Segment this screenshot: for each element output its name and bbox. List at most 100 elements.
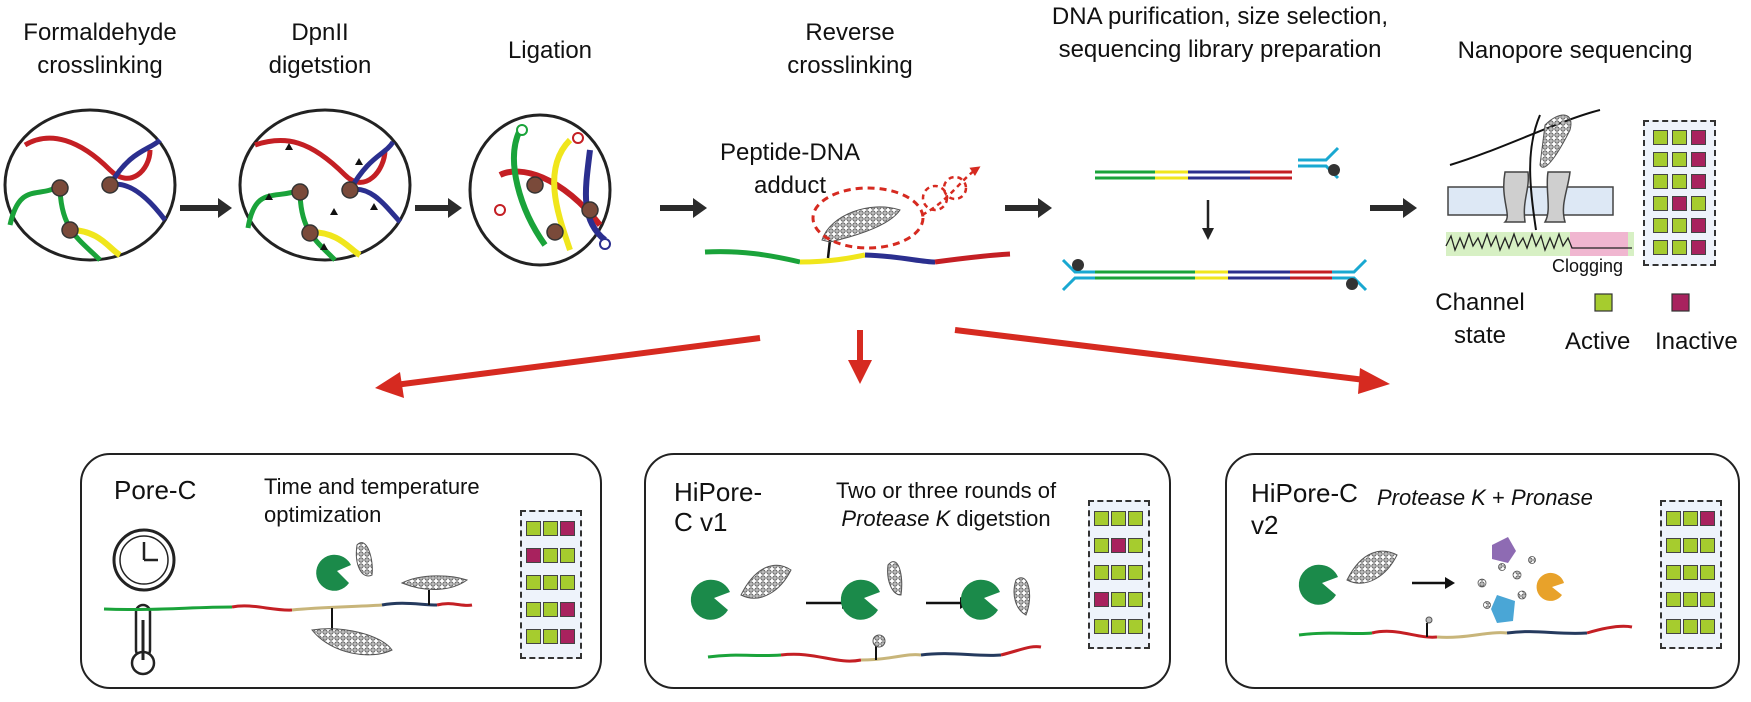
nanopore-pore — [1445, 109, 1634, 256]
legend-active-label: Active — [1565, 328, 1631, 355]
channel-active — [1094, 538, 1109, 553]
channel-inactive — [1111, 538, 1126, 553]
channel-active — [560, 575, 575, 590]
channel-active — [1128, 538, 1143, 553]
channel-active — [1653, 130, 1668, 145]
v1-subtitle-tail: digetstion — [956, 506, 1051, 531]
v1-subtitle-plain: Two or three rounds of — [835, 478, 1057, 503]
channel-active — [543, 629, 558, 644]
channel-active — [526, 629, 541, 644]
channel-active — [543, 602, 558, 617]
channel-active — [1653, 196, 1668, 211]
adduct-label: Peptide-DNA adduct — [719, 139, 861, 199]
channel-inactive — [1691, 174, 1706, 189]
channel-active — [1683, 565, 1698, 580]
nucleus-crosslinked — [3, 108, 177, 262]
channel-active — [1111, 565, 1126, 580]
channel-active — [1111, 511, 1126, 526]
channel-active — [543, 521, 558, 536]
panel-hiporec-v1: HiPore-C v1 Two or three rounds of Prote… — [644, 453, 1171, 689]
porec-illustration — [103, 528, 473, 676]
channel-inactive — [1691, 240, 1706, 255]
v1-title: HiPore-C v1 — [674, 477, 763, 537]
channel-active — [1094, 565, 1109, 580]
v2-subtitle: Protease K + Pronase — [1377, 485, 1593, 511]
v1-subtitle-italic: Protease K — [841, 506, 951, 531]
channel-inactive — [560, 521, 575, 536]
porec-subtitle: Time and temperature optimization — [264, 474, 480, 527]
channel-active — [1094, 619, 1109, 634]
channel-active — [1653, 218, 1668, 233]
channel-active — [1128, 511, 1143, 526]
channel-inactive — [1691, 152, 1706, 167]
legend-inactive-swatch — [1671, 293, 1690, 312]
step-label-ligation: Ligation — [507, 37, 593, 64]
channel-inactive — [526, 548, 541, 563]
channel-active — [1111, 592, 1126, 607]
channel-active — [1128, 565, 1143, 580]
channel-active — [526, 602, 541, 617]
channel-inactive — [1691, 130, 1706, 145]
channel-active — [1666, 619, 1681, 634]
v2-illustration — [1298, 537, 1633, 639]
arrow-to-v2 — [954, 327, 1366, 383]
channel-active — [1672, 174, 1687, 189]
channel-active — [526, 575, 541, 590]
step-label-crosslinking: Formaldehyde crosslinking — [23, 19, 177, 79]
step-label-purification: DNA purification, size selection, sequen… — [1051, 3, 1389, 63]
channel-active — [560, 548, 575, 563]
channel-active — [1111, 619, 1126, 634]
channel-active — [1094, 511, 1109, 526]
clogging-label: Clogging — [1552, 256, 1624, 276]
channel-active — [1666, 538, 1681, 553]
channel-active — [1683, 511, 1698, 526]
channel-active — [1666, 511, 1681, 526]
channel-active — [1683, 538, 1698, 553]
panel-porec: Pore-C Time and temperature optimization — [80, 453, 602, 689]
channel-active — [1653, 152, 1668, 167]
channel-active — [1672, 130, 1687, 145]
channel-active — [1128, 592, 1143, 607]
channel-active — [1666, 565, 1681, 580]
channel-inactive — [1672, 196, 1687, 211]
channel-active — [1672, 240, 1687, 255]
channel-active — [526, 521, 541, 536]
channel-active — [1683, 592, 1698, 607]
legend-inactive-label: Inactive — [1655, 328, 1738, 355]
v2-enzyme1: Protease K — [1377, 485, 1486, 510]
step-label-digestion: DpnII digetstion — [268, 19, 372, 79]
channel-inactive — [1691, 218, 1706, 233]
channel-active — [543, 548, 558, 563]
channel-active — [1653, 240, 1668, 255]
channel-active — [1666, 592, 1681, 607]
channel-grid-porec — [520, 510, 582, 659]
v2-plus: + — [1491, 485, 1505, 510]
nucleus-digested — [238, 108, 412, 262]
channel-grid-v2 — [1660, 500, 1722, 649]
clock-icon — [112, 528, 176, 592]
channel-active — [543, 575, 558, 590]
dna-with-adduct — [704, 166, 1011, 265]
channel-active — [1700, 538, 1715, 553]
channel-active — [1683, 619, 1698, 634]
channel-grid-top — [1643, 120, 1716, 266]
v2-title: HiPore-C v2 — [1251, 478, 1358, 540]
channel-inactive — [560, 629, 575, 644]
channel-active — [1700, 592, 1715, 607]
channel-active — [1672, 152, 1687, 167]
panel-hiporec-v2: HiPore-C v2 Protease K + Pronase — [1225, 453, 1740, 689]
channel-active — [1128, 619, 1143, 634]
legend-active-swatch — [1594, 293, 1613, 312]
library-prep — [1061, 146, 1368, 292]
step-label-reverse: Reverse crosslinking — [787, 19, 913, 79]
v1-subtitle: Two or three rounds of Protease K digets… — [816, 477, 1076, 533]
arrow-to-porec — [394, 335, 761, 388]
channel-inactive — [1094, 592, 1109, 607]
channel-inactive — [1700, 511, 1715, 526]
thermometer-icon — [130, 603, 156, 676]
channel-active — [1700, 565, 1715, 580]
nucleus-ligated — [468, 113, 612, 267]
channel-active — [1700, 619, 1715, 634]
v1-illustration — [690, 561, 1042, 663]
